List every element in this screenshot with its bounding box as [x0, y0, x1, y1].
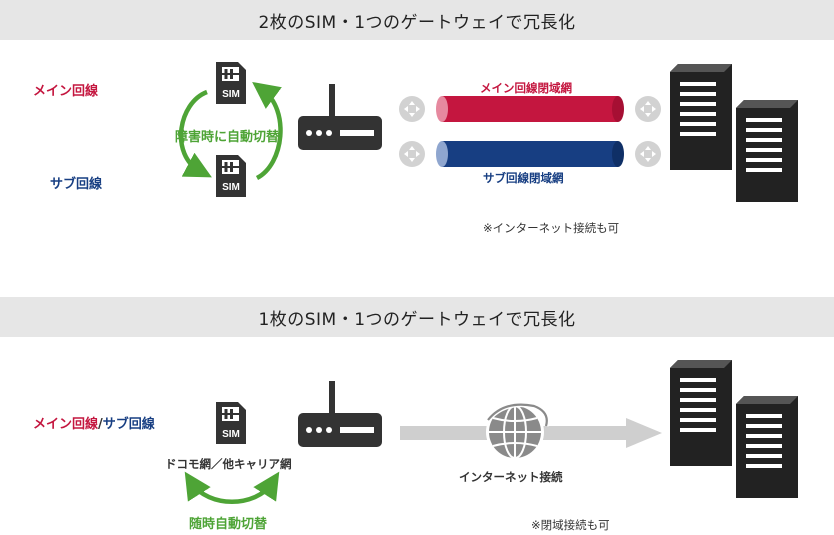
sim-card-icon: SIM	[216, 402, 246, 444]
network-node-icon	[635, 96, 661, 122]
section1-title: 2枚のSIM・1つのゲートウェイで冗長化	[258, 12, 576, 33]
sim-card-icon: SIM	[216, 155, 246, 197]
sim-label: SIM	[222, 89, 240, 100]
section2-carrier-label: ドコモ網／他キャリア網	[165, 457, 292, 471]
sim-label: SIM	[222, 429, 240, 440]
section1-main-line-label: メイン回線	[33, 84, 99, 99]
gateway-router-icon	[298, 84, 382, 150]
network-node-icon	[635, 141, 661, 167]
section2-switch-label: 随時自動切替	[189, 517, 268, 532]
main-closed-network-pipe	[436, 96, 624, 122]
section2-title-band: 1枚のSIM・1つのゲートウェイで冗長化	[0, 297, 834, 337]
server-icon	[670, 64, 802, 204]
section1-sub-network-label: サブ回線閉域網	[483, 171, 564, 185]
section2-note: ※閉域接続も可	[531, 518, 610, 532]
section1-title-band: 2枚のSIM・1つのゲートウェイで冗長化	[0, 0, 834, 40]
section1-note: ※インターネット接続も可	[483, 221, 620, 235]
sim-label: SIM	[222, 182, 240, 193]
sub-closed-network-pipe	[436, 141, 624, 167]
network-node-icon	[399, 141, 425, 167]
section2-main-line-label: メイン回線	[33, 417, 99, 432]
section2-internet-label: インターネット接続	[459, 470, 563, 484]
section2-line-label: メイン回線/サブ回線	[33, 413, 155, 432]
sim-card-icon: SIM	[216, 62, 246, 104]
server-icon	[670, 360, 802, 500]
section2-title: 1枚のSIM・1つのゲートウェイで冗長化	[258, 309, 576, 330]
section1-switch-label: 障害時に自動切替	[175, 130, 280, 145]
globe-icon	[486, 402, 550, 461]
network-node-icon	[399, 96, 425, 122]
section2-sub-line-label: サブ回線	[102, 417, 155, 432]
gateway-router-icon	[298, 381, 382, 447]
section1-sub-line-label: サブ回線	[50, 177, 103, 192]
section1-main-network-label: メイン回線閉域網	[480, 81, 572, 95]
section2-line-separator: /	[98, 417, 103, 432]
